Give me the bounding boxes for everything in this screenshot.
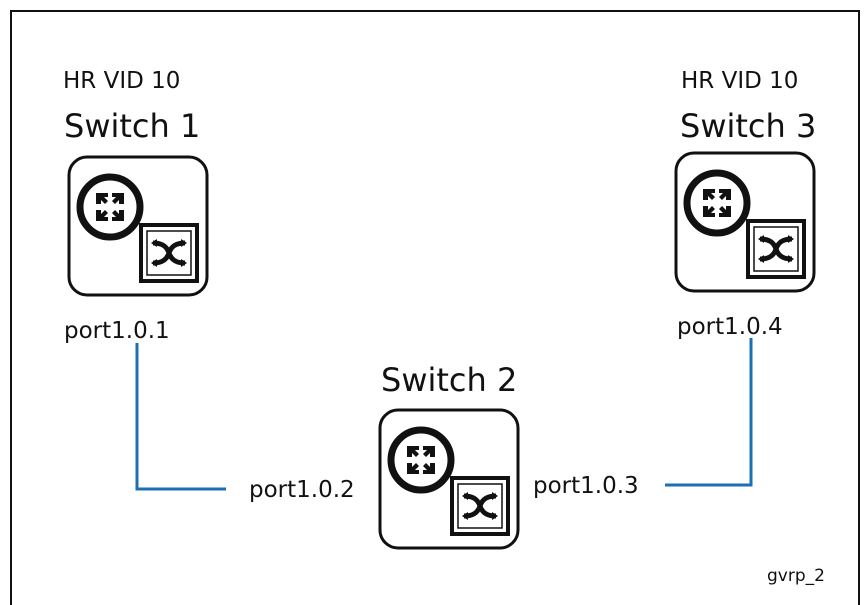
- switch3-vlan-label: HR VID 10: [681, 68, 799, 94]
- switch1-icon: [67, 155, 209, 297]
- switch3-icon: [674, 151, 816, 293]
- link-switch1-switch2: [135, 343, 226, 491]
- switch1-name: Switch 1: [64, 107, 201, 145]
- switch2-port-right-label: port1.0.3: [533, 473, 639, 499]
- figure-id-label: gvrp_2: [767, 566, 825, 586]
- link-switch3-switch2: [665, 338, 753, 487]
- switch2-name: Switch 2: [381, 361, 518, 399]
- switch3-port-label: port1.0.4: [677, 314, 783, 340]
- switch2-icon: [378, 408, 520, 550]
- switch1-vlan-label: HR VID 10: [63, 68, 181, 94]
- switch1-port-label: port1.0.1: [64, 318, 170, 344]
- switch2-port-left-label: port1.0.2: [249, 477, 355, 503]
- switch3-name: Switch 3: [680, 107, 817, 145]
- diagram-frame: [10, 10, 860, 605]
